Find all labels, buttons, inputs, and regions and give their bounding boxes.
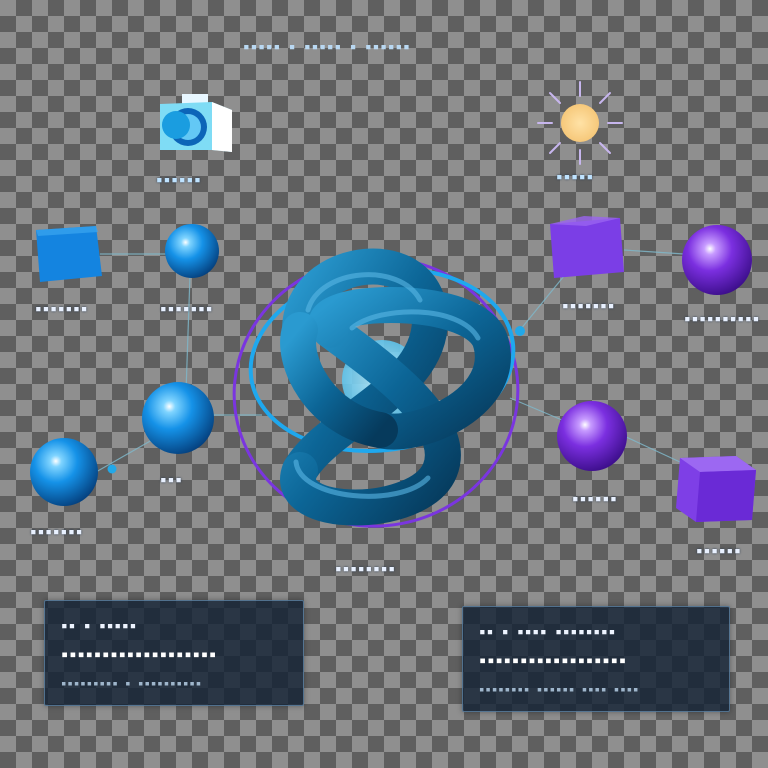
link-sphere-sphere xyxy=(185,274,191,393)
trefoil-knot[interactable] xyxy=(217,240,536,545)
purple-sphere-top-label: ▪▪▪▪▪▪▪▪▪▪ xyxy=(684,312,761,325)
purple-sphere-mid-label: ▪▪▪▪▪▪ xyxy=(572,492,618,505)
sun-light-icon[interactable] xyxy=(537,81,623,165)
camera-label: ▪▪▪▪▪▪ xyxy=(156,173,202,186)
link-sphere-left xyxy=(95,439,153,473)
link-sphere-purplecube xyxy=(623,435,681,463)
blue-cube[interactable] xyxy=(36,226,102,282)
purple-cube-top[interactable] xyxy=(550,216,624,278)
blue-sphere-left-label: ▪▪▪▪▪▪▪ xyxy=(30,525,84,538)
purple-cube-bottom-label: ▪▪▪▪▪▪ xyxy=(696,544,742,557)
purple-cube-top-label: ▪▪▪▪▪▪▪ xyxy=(562,299,616,312)
blue-cube-label: ▪▪▪▪▪▪▪ xyxy=(35,302,89,315)
link-knot-purplecube xyxy=(519,275,565,331)
purple-cube-bottom[interactable] xyxy=(676,456,756,522)
panel-left-value: ▪▪▪▪▪▪▪▪▪▪▪▪▪▪▪▪▪▪▪ xyxy=(61,647,218,661)
panel-left-heading: ▪▪ ▪ ▪▪▪▪▪ xyxy=(61,619,138,632)
light-label: ▪▪▪▪▪ xyxy=(556,170,595,183)
panel-right-footer: ▪▪▪▪▪▪▪▪ ▪▪▪▪▪▪ ▪▪▪▪ ▪▪▪▪ xyxy=(479,685,640,695)
knot-label: ▪▪▪▪▪▪▪▪ xyxy=(335,562,396,575)
blue-sphere-top[interactable] xyxy=(165,224,219,278)
scene-title: ▪▪▪▪▪ ▪ ▪▪▪▪▪ ▪ ▪▪▪▪▪▪ xyxy=(243,40,411,53)
camera-icon[interactable] xyxy=(160,94,232,152)
blue-sphere-top-label: ▪▪▪▪▪▪▪ xyxy=(160,302,214,315)
purple-sphere-mid[interactable] xyxy=(557,401,627,471)
connector-node xyxy=(515,326,525,336)
blue-sphere-left[interactable] xyxy=(30,438,98,506)
purple-sphere-top[interactable] xyxy=(682,225,752,295)
link-purple-cube xyxy=(623,249,685,255)
panel-right-heading: ▪▪ ▪ ▪▪▪▪ ▪▪▪▪▪▪▪▪ xyxy=(479,625,617,638)
panel-right-value: ▪▪▪▪▪▪▪▪▪▪▪▪▪▪▪▪▪▪ xyxy=(479,653,628,667)
panel-left-footer: ▪▪▪▪▪▪▪▪▪ ▪ ▪▪▪▪▪▪▪▪▪▪ xyxy=(61,679,203,689)
connector-node xyxy=(107,464,117,474)
info-panel-right: ▪▪ ▪ ▪▪▪▪ ▪▪▪▪▪▪▪▪ ▪▪▪▪▪▪▪▪▪▪▪▪▪▪▪▪▪▪ ▪▪… xyxy=(462,606,730,712)
blue-sphere-mid[interactable] xyxy=(142,382,214,454)
info-panel-left: ▪▪ ▪ ▪▪▪▪▪ ▪▪▪▪▪▪▪▪▪▪▪▪▪▪▪▪▪▪▪ ▪▪▪▪▪▪▪▪▪… xyxy=(44,600,304,706)
blue-sphere-mid-label: ▪▪▪ xyxy=(160,473,183,486)
